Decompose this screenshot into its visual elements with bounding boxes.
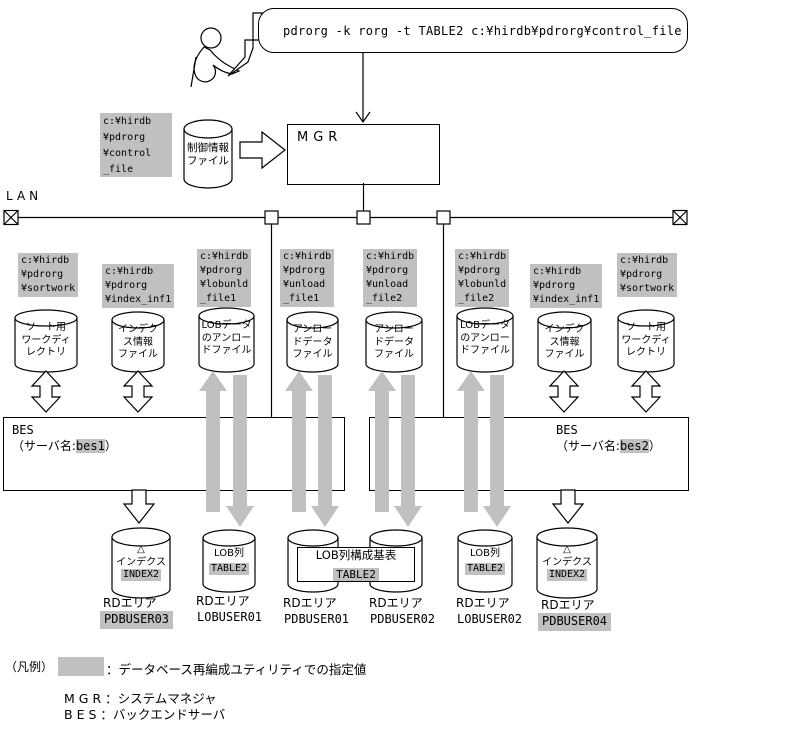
control-file-cylinder-label: 制御情報 ファイル [187, 142, 229, 167]
lob-base-table-box: LOB列構成基表 TABLE2 [297, 547, 415, 582]
path-label-sortwork-right: c:¥hirdb ¥pdrorg ¥sortwork [617, 253, 678, 297]
path-label-lobunld-file2: c:¥hirdb ¥pdrorg ¥lobunld _file2 [455, 249, 510, 307]
rd-area-lobuser02: RDエリア LOBUSER02 [456, 596, 523, 626]
index-cylinder-left-label: △ インデクス INDEX2 [112, 544, 170, 582]
index2-tag: INDEX2 [120, 569, 162, 581]
path-label-lobunld-file1: c:¥hirdb ¥pdrorg ¥lobunld _file1 [197, 249, 252, 307]
lan-label: LAN [6, 189, 43, 203]
cylinder-label-index-right: インデク ス情報 ファイル [544, 324, 585, 360]
path-label-unload-file2: c:¥hirdb ¥pdrorg ¥unload _file2 [363, 249, 418, 307]
index2-tag: INDEX2 [546, 569, 588, 581]
white-down-arrow-icon [551, 489, 585, 524]
cylinder-label-unload2: アンロー ドデータ ファイル [374, 324, 414, 360]
lob-base-table-name: TABLE2 [333, 568, 379, 581]
bes2-box: BES （サーバ名:bes2） [369, 417, 689, 491]
cylinder-label-sortwork-right: ソート用 ワークディ レクトリ [621, 322, 671, 358]
lob-cylinder-left-label: LOB列 TABLE2 [208, 548, 250, 575]
lan-tap [264, 210, 279, 225]
cylinder-label-lob-unload-right: LOBデータ のアンロー ドファイル [460, 320, 510, 356]
rd-area-pdbuser01: RDエリア PDBUSER01 [283, 596, 350, 626]
control-file-path-label: c:¥hirdb ¥pdrorg ¥control _file [100, 113, 172, 177]
rd-area-pdbuser02: RDエリア PDBUSER02 [369, 596, 436, 626]
cylinder-label-index-left: インデク ス情報 ファイル [118, 324, 158, 360]
path-label-index-inf1-left: c:¥hirdb ¥pdrorg ¥index_inf1 [102, 264, 175, 308]
legend-swatch-desc: ：データベース再編成ユティリティでの指定値 [106, 662, 367, 677]
control-to-mgr-arrow-icon [239, 130, 286, 170]
bes1-server-name: （サーバ名:bes1） [12, 439, 117, 453]
rd-name-highlight: PDBUSER04 [538, 613, 612, 631]
bes2-server-name: （サーバ名:bes2） [556, 439, 661, 453]
double-arrow-icon [30, 370, 662, 413]
path-label-sortwork-left: c:¥hirdb ¥pdrorg ¥sortwork [18, 253, 79, 297]
white-down-arrow-icon [122, 489, 156, 524]
path-label-index-inf1-right: c:¥hirdb ¥pdrorg ¥index_inf1 [530, 264, 603, 308]
command-down-arrow [355, 53, 371, 124]
command-text: pdrorg -k rorg -t TABLE2 c:¥hirdb¥pdrorg… [283, 23, 682, 38]
lan-line [3, 209, 688, 226]
legend-bes: BES：バックエンドサーバ [64, 707, 226, 722]
legend-mgr: MGR：システムマネジャ [64, 691, 217, 706]
bes1-name-highlight: bes1 [75, 439, 105, 453]
lob-base-table-title: LOB列構成基表 [315, 548, 397, 562]
cylinder-label-sortwork-left: ソート用 ワークディ レクトリ [21, 322, 71, 358]
bes1-title: BES [12, 423, 34, 437]
speech-bubble-tail [227, 12, 263, 77]
rd-name-highlight: PDBUSER03 [100, 611, 174, 629]
path-label-unload-file1: c:¥hirdb ¥pdrorg ¥unload _file1 [280, 249, 335, 307]
bes2-title: BES [556, 423, 578, 437]
rd-area-pdbuser04: RDエリア PDBUSER04 [538, 598, 612, 631]
person-icon [190, 27, 241, 88]
cylinder-label-unload1: アンロー ドデータ ファイル [292, 324, 333, 360]
mgr-label: MGR [297, 130, 343, 145]
rd-area-pdbuser03: RDエリア PDBUSER03 [100, 596, 174, 629]
index-cylinder-right-label: △ インデクス INDEX2 [537, 544, 597, 582]
lan-tap [356, 210, 371, 225]
table2-tag: TABLE2 [464, 562, 506, 575]
command-bubble: pdrorg -k rorg -t TABLE2 c:¥hirdb¥pdrorg… [258, 8, 688, 53]
mgr-box: MGR [287, 124, 440, 185]
lob-cylinder-right-label: LOB列 TABLE2 [464, 548, 506, 575]
triangle-mark: △ [563, 544, 571, 555]
lan-tap [436, 210, 451, 225]
rd-area-lobuser01: RDエリア LOBUSER01 [196, 594, 263, 624]
triangle-mark: △ [137, 544, 145, 555]
legend-title: （凡例） [5, 660, 54, 674]
legend-swatch [58, 657, 104, 676]
bes2-name-highlight: bes2 [619, 439, 649, 453]
table2-tag: TABLE2 [208, 562, 250, 575]
bes1-box: BES （サーバ名:bes1） [3, 417, 345, 491]
cylinder-label-lob-unload-left: LOBデータ のアンロー ドファイル [201, 320, 252, 356]
